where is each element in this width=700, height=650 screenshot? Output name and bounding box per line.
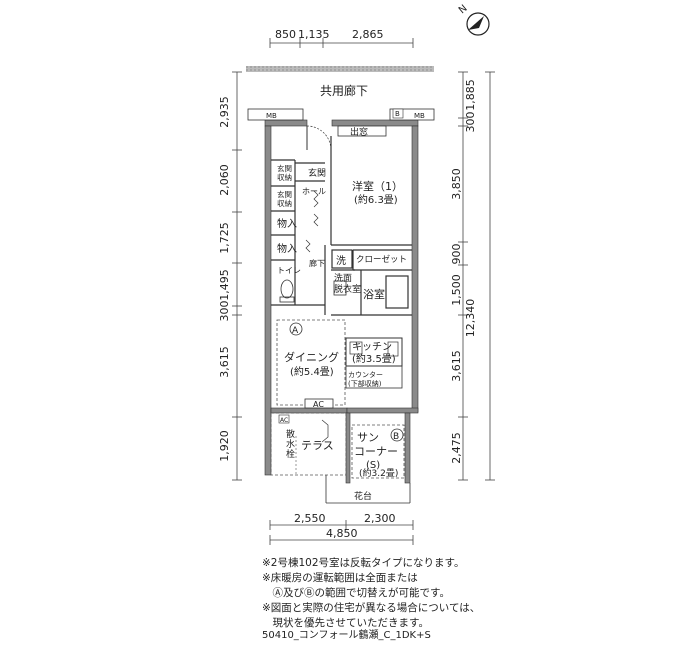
label-yokushitsu: 浴室 [363, 287, 385, 301]
floor-heating-zone-b [351, 424, 405, 479]
dim-left-1: 2,935 [218, 96, 231, 128]
dim-left-2: 2,060 [218, 164, 231, 196]
label-senmen: 洗面 [334, 272, 352, 284]
dim-right-8: 2,475 [450, 432, 463, 464]
marker-a: A [292, 326, 299, 336]
dim-right-6: 12,340 [464, 299, 477, 338]
label-dining: ダイニング [284, 350, 339, 364]
dim-right-3: 3,850 [450, 168, 463, 200]
label-yoshitsu: 洋室（1） [352, 179, 403, 193]
walls [264, 119, 419, 484]
ac-label: AC [313, 400, 324, 409]
label-mono-2: 物入 [277, 242, 297, 255]
ac-label-small: AC [280, 417, 288, 424]
mb-box-left [247, 108, 304, 121]
label-sun-3: (S) [366, 460, 380, 471]
terrace-area [270, 412, 347, 476]
dim-right-2: 300 [464, 112, 477, 133]
sink-icon [333, 280, 347, 296]
b-label: B [395, 110, 400, 118]
dim-left-5: 300 [218, 301, 231, 322]
dim-right-7: 3,615 [450, 350, 463, 382]
right-dimensions: 1,885 300 3,850 900 1,500 12,340 3,615 2… [450, 71, 495, 481]
label-kitchen-size: (約3.5畳) [352, 352, 396, 365]
marker-b-circle [390, 428, 404, 442]
note-line-5: 現状を優先させていただきます。 [262, 617, 429, 629]
corridor-label: 共用廊下 [320, 83, 368, 98]
dim-left-7: 1,920 [218, 430, 231, 462]
entrance-door-swing [306, 125, 332, 151]
notes: ※2号棟102号室は反転タイプになります。 ※床暖房の運転範囲は全面または Ⓐ及… [262, 556, 480, 631]
label-sansui-2: 水 [286, 438, 295, 450]
ac-box [304, 398, 334, 409]
label-toilet: トイレ [277, 266, 301, 275]
label-rouka: 廊下 [309, 258, 325, 268]
toilet-icon [280, 279, 294, 299]
note-line-3: Ⓐ及びⒷの範囲で切替えが可能です。 [262, 587, 450, 599]
mb-label-left: MB [266, 112, 277, 120]
dim-top-1: 850 [275, 28, 296, 41]
marker-a-circle [289, 322, 303, 336]
label-kitchen: キッチン [352, 341, 392, 353]
dim-top-2: 1,135 [298, 28, 330, 41]
label-mono-1: 物入 [277, 217, 297, 230]
dim-right-5: 1,500 [450, 274, 463, 306]
label-terrace: テラス [301, 439, 334, 452]
label-genkan-shuno-2a: 玄関 [277, 189, 292, 199]
label-yoshitsu-size: (約6.3畳) [354, 193, 398, 206]
label-kadai: 花台 [354, 490, 372, 502]
label-genkan-shuno-1b: 収納 [277, 172, 292, 182]
bay-window-label: 出窓 [350, 126, 368, 138]
left-dimensions: 2,935 2,060 1,725 1,495 300 3,615 1,920 [218, 71, 242, 481]
bay-window [337, 125, 387, 137]
label-counter: カウンター [348, 370, 383, 379]
label-sansui-1: 散 [286, 428, 295, 440]
interior-walls [271, 136, 412, 316]
note-line-2: ※床暖房の運転範囲は全面または [262, 572, 418, 584]
label-counter-sub: (下部収納) [348, 379, 382, 388]
dim-right-4: 900 [450, 244, 463, 265]
dim-bottom-3: 4,850 [326, 527, 358, 540]
dim-right-1: 1,885 [464, 79, 477, 111]
label-sansui-3: 栓 [286, 448, 295, 460]
corridor-band [246, 66, 434, 72]
label-genkan-shuno-1a: 玄関 [277, 163, 292, 173]
label-sun-2: コーナー [354, 445, 398, 458]
label-genkan: 玄関 [308, 167, 326, 179]
room-labels: 玄関 収納 玄関 収納 玄関 ホール 洋室（1） (約6.3畳) 物入 物入 ト… [277, 163, 407, 502]
top-dimensions: 850 1,135 2,865 [269, 28, 414, 48]
compass-label: N [457, 3, 470, 16]
plan-code: 50410_コンフォール鶴瀬_C_1DK+S [262, 630, 431, 641]
dim-top-3: 2,865 [352, 28, 384, 41]
label-dining-size: (約5.4畳) [290, 365, 334, 378]
label-hall: ホール [302, 187, 326, 196]
bottom-dimensions: 2,550 2,300 4,850 [269, 512, 414, 545]
label-closet: クローゼット [356, 254, 407, 265]
dim-bottom-2: 2,300 [364, 512, 396, 525]
north-compass-icon: N [457, 3, 490, 36]
dim-left-4: 1,495 [218, 269, 231, 301]
dim-bottom-1: 2,550 [294, 512, 326, 525]
dim-left-3: 1,725 [218, 222, 231, 254]
marker-b: B [393, 432, 399, 442]
note-line-1: ※2号棟102号室は反転タイプになります。 [262, 557, 465, 569]
mb-box-right [389, 108, 435, 121]
label-sun-4: (約3.2畳) [359, 467, 398, 479]
label-sen: 洗 [336, 255, 346, 267]
label-sun-1: サン [357, 431, 379, 444]
dim-left-6: 3,615 [218, 346, 231, 378]
label-datsui: 脱衣室 [334, 283, 361, 295]
label-genkan-shuno-2b: 収納 [277, 198, 292, 208]
note-line-4: ※図面と実際の住宅が異なる場合については、 [262, 602, 481, 614]
mb-label-right: MB [414, 112, 425, 120]
